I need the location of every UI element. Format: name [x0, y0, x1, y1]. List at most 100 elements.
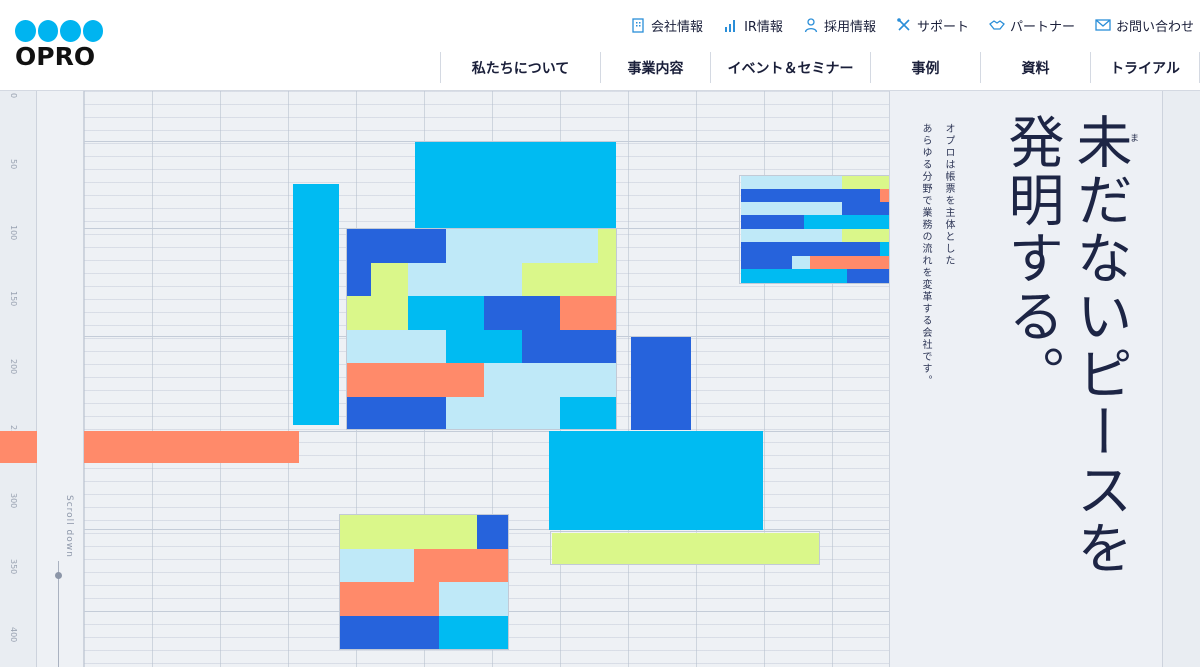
coral-block	[340, 582, 439, 616]
nav-documents[interactable]: 資料	[980, 52, 1090, 83]
cyan-block	[804, 215, 889, 229]
site-header: OPRO 会社情報 IR情報 採用情報 サポート パートナー お問い合わせ 私た…	[0, 0, 1200, 91]
cyan-block	[439, 616, 508, 649]
pale-block	[792, 256, 810, 269]
scroll-column	[37, 91, 84, 667]
hero-headline-line1: 未だないピースを	[1067, 113, 1132, 577]
lime-block	[842, 229, 889, 242]
ruler-label: 100	[9, 225, 18, 241]
util-link-partner[interactable]: パートナー	[989, 16, 1075, 35]
coral-block	[414, 549, 508, 582]
pale-block	[340, 549, 414, 582]
hero-copy-panel	[889, 91, 1163, 667]
util-label: 会社情報	[651, 19, 704, 35]
building-icon	[632, 18, 644, 33]
coral-block	[560, 296, 616, 330]
tools-icon	[897, 18, 910, 31]
scroll-track	[58, 561, 59, 667]
lime-block	[347, 296, 408, 330]
coral-block	[880, 189, 889, 202]
pale-block	[741, 202, 842, 215]
cyan-block	[549, 431, 763, 530]
coral-block	[84, 431, 299, 463]
nav-about[interactable]: 私たちについて	[440, 52, 600, 83]
blue-block	[484, 296, 560, 330]
lime-block	[552, 533, 819, 564]
hero-subcopy-line1: オプロは帳票を主体とした	[943, 123, 954, 267]
ruler-label: 150	[9, 291, 18, 307]
nav-events[interactable]: イベント＆セミナー	[710, 52, 870, 83]
ruler-label: 300	[9, 493, 18, 509]
coral-block	[0, 431, 37, 463]
lime-block	[371, 263, 408, 296]
blue-block	[741, 242, 880, 256]
blue-block	[340, 616, 439, 649]
cyan-block	[415, 142, 616, 228]
util-link-ir[interactable]: IR情報	[723, 16, 783, 35]
util-label: パートナー	[1009, 19, 1075, 35]
util-label: お問い合わせ	[1115, 19, 1194, 35]
blue-block	[741, 189, 880, 202]
logo-mark	[15, 20, 103, 42]
hero-headline-line2: 発明する。	[999, 113, 1064, 403]
logo-dot	[82, 20, 103, 42]
logo-wordmark: OPRO	[15, 42, 96, 71]
cyan-block	[880, 242, 889, 256]
nav-business[interactable]: 事業内容	[600, 52, 710, 83]
nav-trial[interactable]: トライアル	[1090, 52, 1200, 83]
scroll-indicator	[55, 572, 62, 579]
main-nav: 私たちについて 事業内容 イベント＆セミナー 事例 資料 トライアル	[440, 52, 1200, 83]
grid-line	[84, 431, 889, 432]
pale-block	[741, 229, 842, 242]
util-label: 採用情報	[823, 19, 876, 35]
blue-block	[347, 229, 446, 263]
util-link-company[interactable]: 会社情報	[630, 16, 703, 35]
blue-block	[631, 337, 691, 430]
lime-block	[842, 176, 889, 189]
blue-block	[741, 215, 804, 229]
util-label: IR情報	[744, 19, 783, 35]
ruler-label: 0	[9, 93, 18, 99]
cyan-block	[293, 184, 339, 425]
ruler-label: 50	[9, 159, 18, 170]
right-margin	[1163, 91, 1200, 667]
nav-cases[interactable]: 事例	[870, 52, 980, 83]
hero-stage: 0 50 100 150 200 250 300 350 400 Scroll …	[0, 91, 1200, 667]
blue-block	[847, 269, 889, 283]
cyan-block	[560, 397, 616, 429]
cyan-block	[741, 269, 847, 283]
blue-block	[522, 330, 616, 363]
ruler-label: 200	[9, 359, 18, 375]
ruler-label: 350	[9, 559, 18, 575]
blue-block	[347, 263, 371, 296]
lime-block	[522, 263, 616, 296]
logo-dot	[15, 20, 36, 42]
cyan-block	[446, 330, 522, 363]
pale-block	[741, 176, 842, 189]
cyan-block	[408, 296, 484, 330]
coral-block	[347, 363, 484, 397]
util-label: サポート	[916, 19, 969, 35]
blue-block	[347, 397, 446, 429]
blue-block	[741, 256, 792, 269]
logo-dot	[60, 20, 81, 42]
coral-block	[810, 256, 889, 269]
grid-line	[84, 141, 889, 142]
lime-block	[340, 515, 477, 549]
handshake-icon	[989, 20, 1005, 30]
vertical-ruler: 0 50 100 150 200 250 300 350 400	[0, 91, 37, 667]
utility-nav: 会社情報 IR情報 採用情報 サポート パートナー お問い合わせ	[630, 14, 1194, 36]
mail-icon	[1095, 19, 1111, 31]
blue-block	[842, 202, 889, 215]
person-icon	[804, 18, 818, 33]
util-link-contact[interactable]: お問い合わせ	[1095, 16, 1194, 35]
opro-logo[interactable]: OPRO	[15, 20, 103, 72]
bar-chart-icon	[725, 20, 736, 32]
util-link-recruit[interactable]: 採用情報	[803, 16, 876, 35]
util-link-support[interactable]: サポート	[896, 16, 969, 35]
lime-block	[598, 229, 616, 263]
pale-block	[439, 582, 508, 616]
headline-ruby: ま	[1130, 134, 1140, 144]
scroll-down-hint[interactable]: Scroll down	[64, 495, 74, 558]
blue-block	[477, 515, 508, 549]
